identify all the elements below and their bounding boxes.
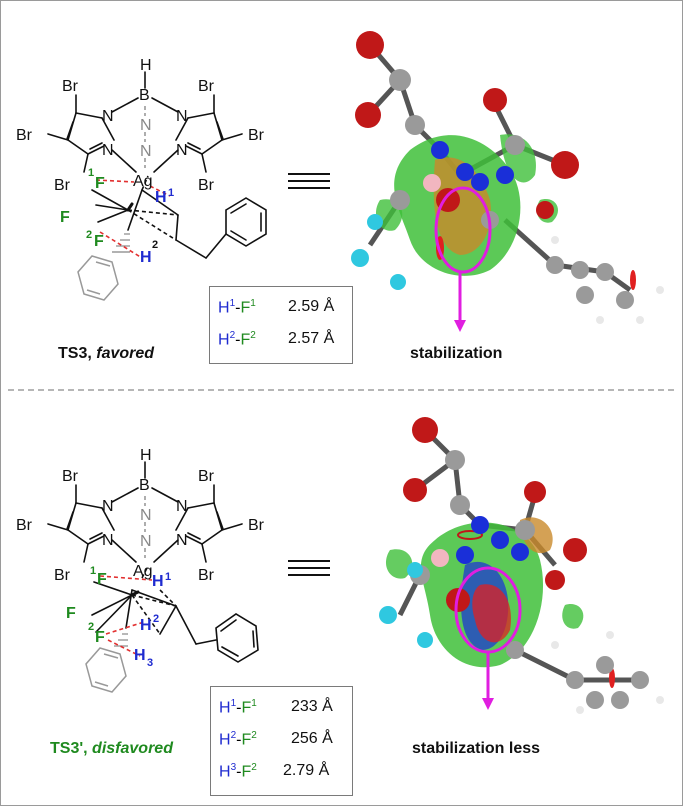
h1-number: 1 <box>165 571 171 583</box>
nitrogen-atom: N <box>176 498 188 515</box>
h-atom: H <box>140 57 152 74</box>
boron-atom: B <box>139 477 150 494</box>
ts3-nci-caption: stabilization <box>410 345 503 362</box>
bromine-atom: Br <box>16 127 33 144</box>
h1-number: 1 <box>168 187 174 199</box>
nitrogen-atom: N <box>176 142 188 159</box>
h1-atom: H <box>155 189 167 206</box>
bromine-atom: Br <box>198 468 215 485</box>
equivalence-icon <box>288 173 330 189</box>
ts3p-structure: H B N N N N N N Ag Br Br Br Br Br Br 1 F… <box>16 447 330 693</box>
stabilization-arrow <box>434 186 492 322</box>
distance-row: H2-F2 2.57 Å <box>218 330 335 349</box>
f2-number: 2 <box>88 621 94 633</box>
fluorine-atom: F <box>95 629 105 646</box>
equivalence-icon <box>288 560 330 576</box>
nitrogen-atom: N <box>102 108 114 125</box>
bromine-atom: Br <box>16 517 33 534</box>
fluorine-atom: F <box>97 571 107 588</box>
silver-atom: Ag <box>133 173 153 190</box>
nitrogen-atom: N <box>140 533 152 550</box>
nci-isosurface <box>375 134 636 290</box>
nitrogen-atom: N <box>102 532 114 549</box>
ts3-label: TS3, favored <box>58 345 155 362</box>
fluorine-atom: F <box>94 233 104 250</box>
h3-atom: H <box>134 647 146 664</box>
bromine-atom: Br <box>62 78 79 95</box>
ts3-distance-box: H1-F1 2.59 Å H2-F2 2.57 Å <box>209 286 353 364</box>
distance-row: H1-F1 2.59 Å <box>218 298 335 317</box>
bromine-atom: Br <box>198 177 215 194</box>
h2-atom: H <box>140 249 152 266</box>
bromine-atom: Br <box>62 468 79 485</box>
ts3p-distance-box: H1-F1 233 Å H2-F2 256 Å H3-F2 2.79 Å <box>210 686 353 796</box>
distance-row: H3-F2 2.79 Å <box>219 762 330 781</box>
nitrogen-atom: N <box>102 142 114 159</box>
h1-atom: H <box>152 573 164 590</box>
bromine-atom: Br <box>54 567 71 584</box>
ts3p-nci-render <box>379 417 664 714</box>
bromine-atom: Br <box>248 517 265 534</box>
nitrogen-atom: N <box>140 507 152 524</box>
nci-isosurface <box>385 517 615 688</box>
f1-number: 1 <box>88 167 94 179</box>
fluorine-atom: F <box>95 175 105 192</box>
h2-number: 2 <box>153 613 159 625</box>
bromine-atom: Br <box>248 127 265 144</box>
distance-row: H1-F1 233 Å <box>219 698 333 717</box>
nitrogen-atom: N <box>140 143 152 160</box>
ts3p-nci-caption: stabilization less <box>412 740 541 757</box>
nitrogen-atom: N <box>176 532 188 549</box>
silver-atom: Ag <box>133 563 153 580</box>
f2-number: 2 <box>86 229 92 241</box>
h2-number: 2 <box>152 239 158 251</box>
distance-row: H2-F2 256 Å <box>219 730 333 749</box>
panel-divider <box>8 389 676 391</box>
nitrogen-atom: N <box>102 498 114 515</box>
ts3-nci-render <box>351 31 664 332</box>
h-atom: H <box>140 447 152 464</box>
boron-atom: B <box>139 87 150 104</box>
stabilization-arrow <box>454 566 522 700</box>
bromine-atom: Br <box>198 78 215 95</box>
fluorine-atom: F <box>66 605 76 622</box>
h2-atom: H <box>140 617 152 634</box>
nitrogen-atom: N <box>176 108 188 125</box>
bromine-atom: Br <box>198 567 215 584</box>
ts3-structure: H B N N N N N N Ag Br Br Br Br Br Br 1 F… <box>16 57 330 301</box>
nitrogen-atom: N <box>140 117 152 134</box>
h3-number: 3 <box>147 657 153 669</box>
ts3p-label: TS3', disfavored <box>50 740 173 757</box>
bromine-atom: Br <box>54 177 71 194</box>
f1-number: 1 <box>90 565 96 577</box>
fluorine-atom: F <box>60 209 70 226</box>
